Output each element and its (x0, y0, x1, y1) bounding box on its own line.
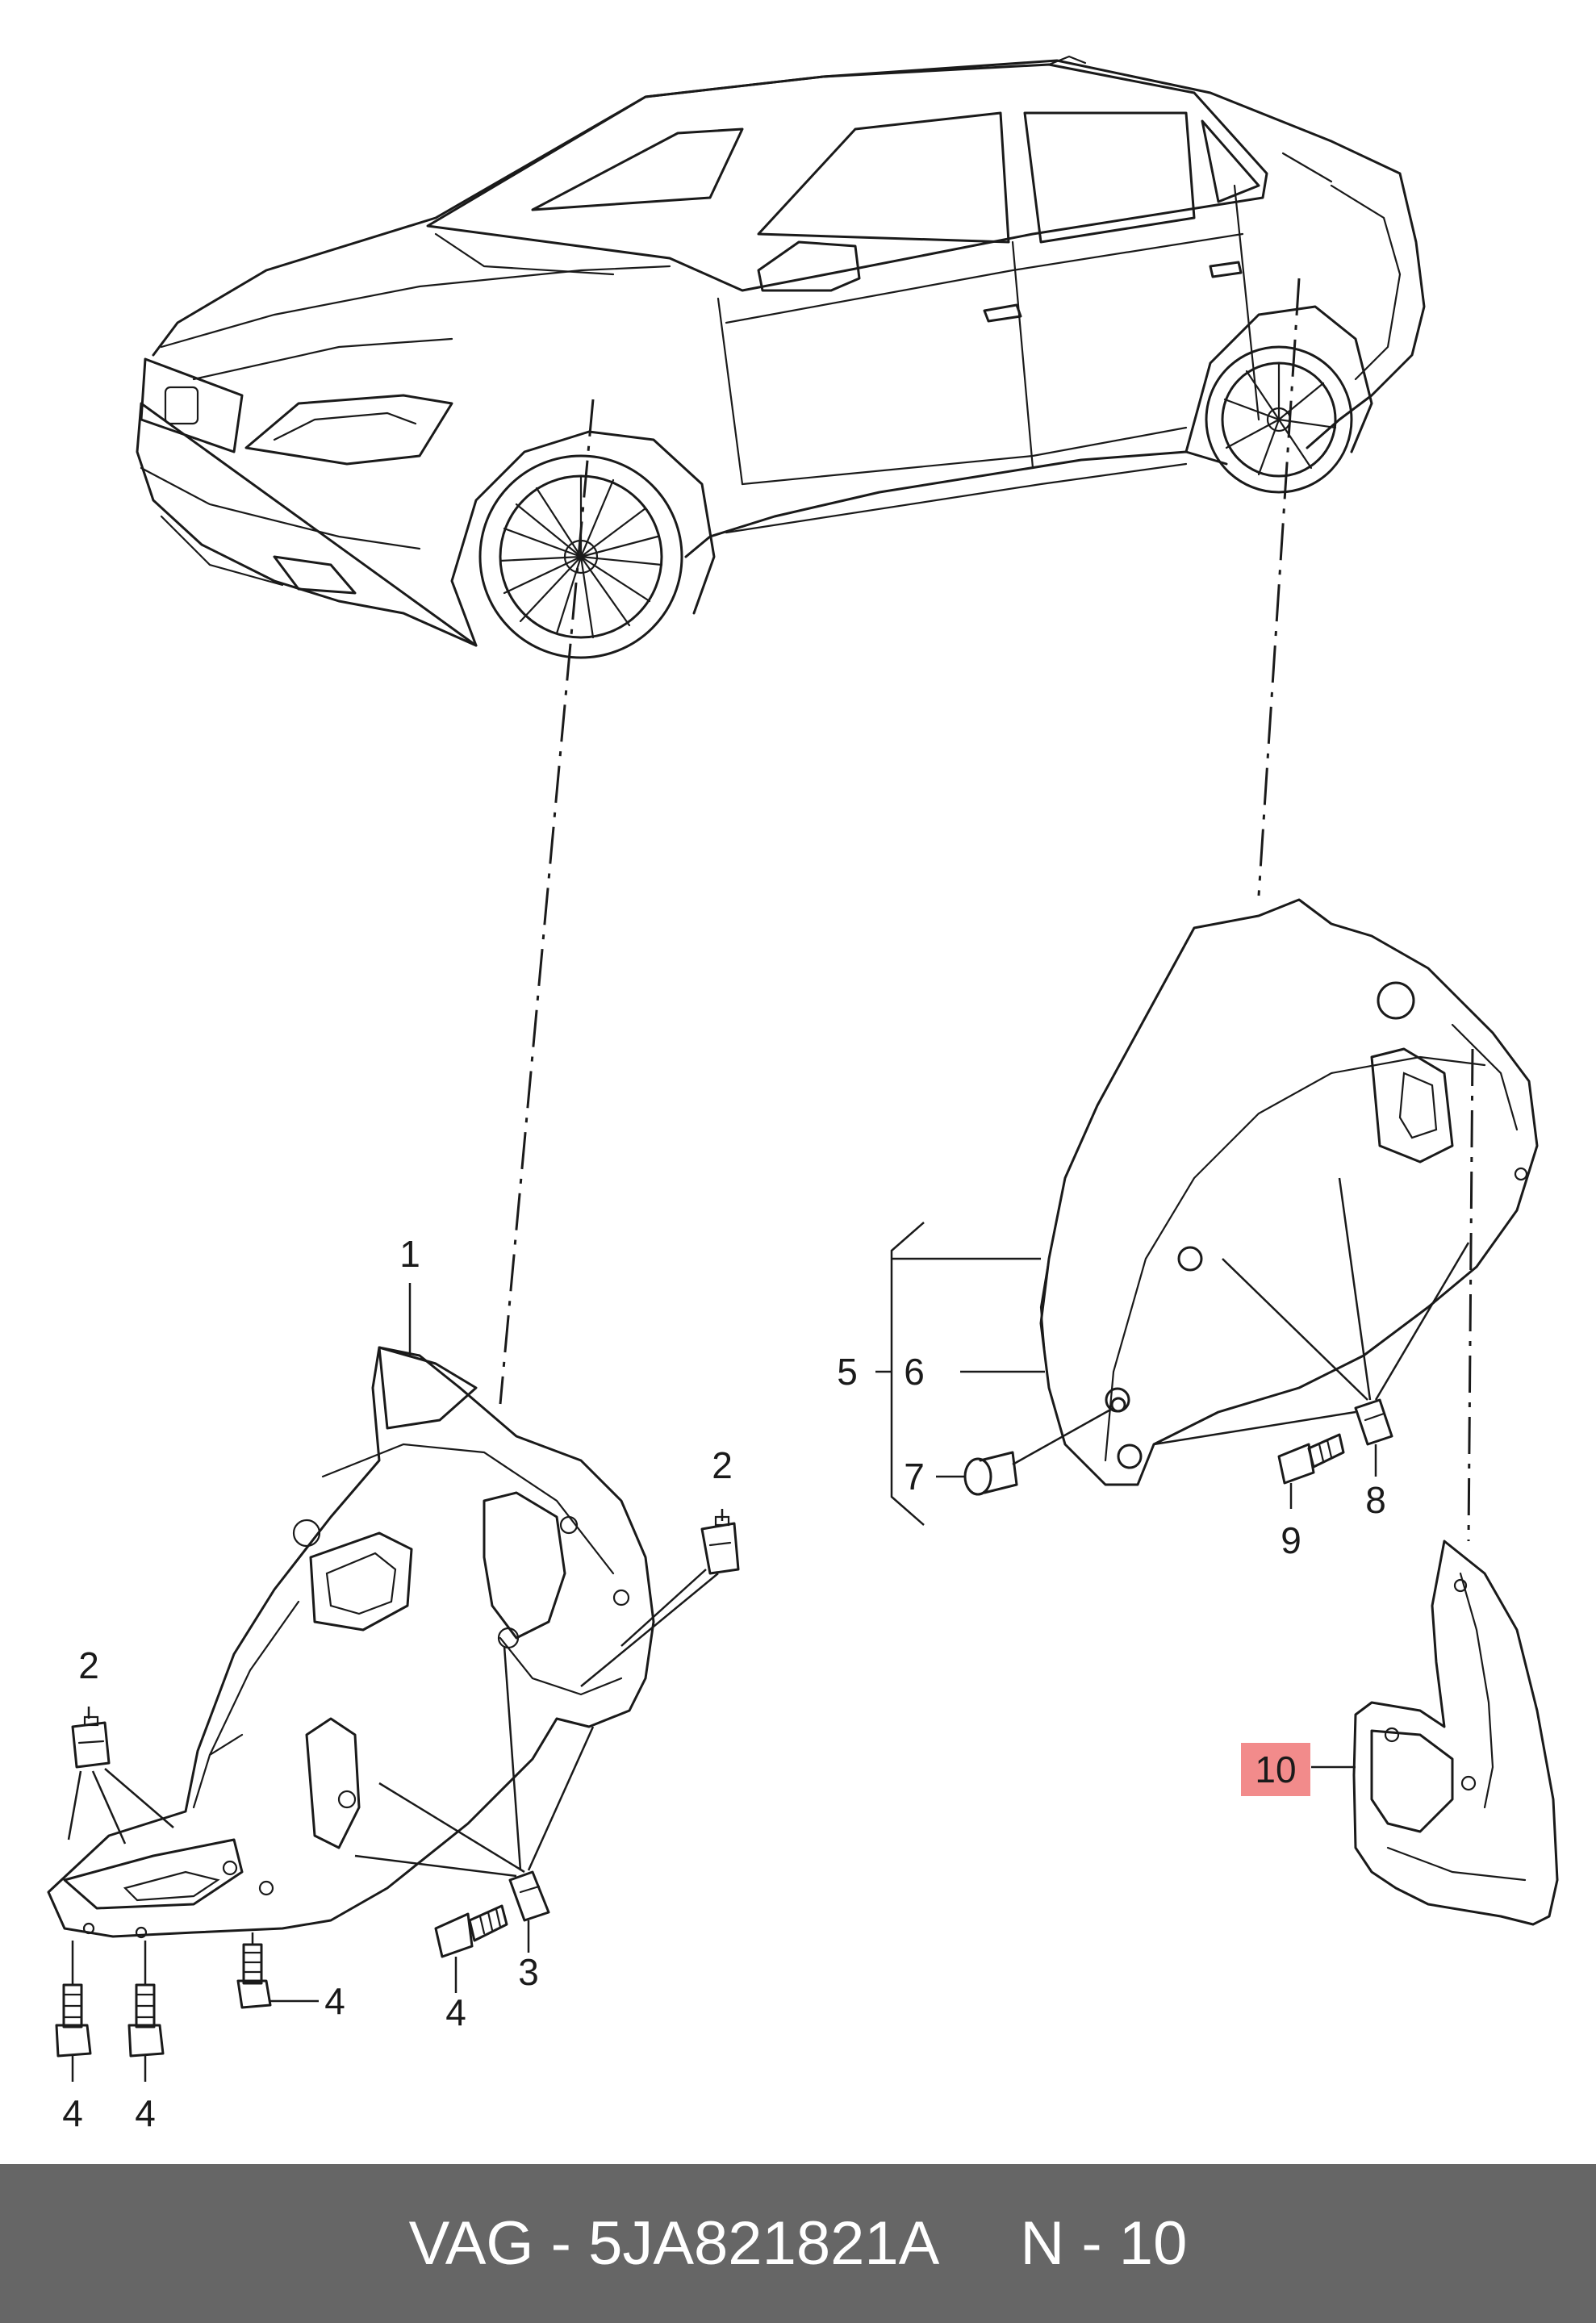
mud-flap (1352, 1540, 1559, 1926)
bolt-part-4 (127, 1983, 165, 2058)
reference-prefix: N (1020, 2209, 1065, 2278)
front-wheel-housing-liner (47, 1346, 655, 1939)
clip-part-2 (71, 1715, 111, 1769)
callout-2[interactable]: 2 (712, 1444, 733, 1486)
rear-wheel-housing-liner (1039, 898, 1539, 1486)
reference-number: 10 (1118, 2209, 1188, 2278)
callout-8[interactable]: 8 (1365, 1479, 1386, 1521)
callout-4[interactable]: 4 (324, 1980, 345, 2022)
callout-10[interactable]: 10 (1255, 1749, 1296, 1790)
exploded-parts-diagram: 1 2 2 3 4 4 4 4 5 6 7 8 9 10 (47, 55, 1559, 2134)
callout-5[interactable]: 5 (837, 1351, 858, 1393)
bolt-part-9 (1277, 1433, 1345, 1485)
part-number: 5JA821821A (588, 2209, 940, 2278)
callout-9[interactable]: 9 (1281, 1519, 1301, 1561)
car-illustration (136, 55, 1426, 659)
callout-4[interactable]: 4 (62, 2092, 83, 2134)
clip-part-2 (700, 1515, 740, 1575)
callout-2[interactable]: 2 (78, 1644, 99, 1686)
callout-10-highlight (1241, 1743, 1310, 1796)
expanding-rivet-part-7 (963, 1451, 1018, 1496)
part-info-bar: VAG - 5JA821821A N - 10 (0, 2164, 1596, 2323)
brand-separator: - (550, 2209, 571, 2278)
callout-4[interactable]: 4 (135, 2092, 156, 2134)
spreader-nut-part-8 (1354, 1398, 1393, 1446)
fasteners (55, 1398, 1393, 2058)
callout-labels: 1 2 2 3 4 4 4 4 5 6 7 8 9 10 (62, 1233, 1386, 2134)
leader-lines (67, 1177, 1470, 2082)
bolt-part-4 (55, 1983, 92, 2058)
callout-7[interactable]: 7 (904, 1456, 925, 1498)
assembly-dash-lines (499, 278, 1474, 1542)
callout-4[interactable]: 4 (445, 1991, 466, 2033)
spreader-nut-part-3 (508, 1870, 550, 1922)
brand-label: VAG (408, 2209, 534, 2278)
bolt-part-4 (434, 1904, 508, 1958)
callout-1[interactable]: 1 (399, 1233, 420, 1275)
callout-3[interactable]: 3 (518, 1951, 539, 1993)
reference-separator: - (1081, 2209, 1102, 2278)
bolt-part-4 (236, 1943, 272, 2009)
callout-6[interactable]: 6 (904, 1351, 925, 1393)
